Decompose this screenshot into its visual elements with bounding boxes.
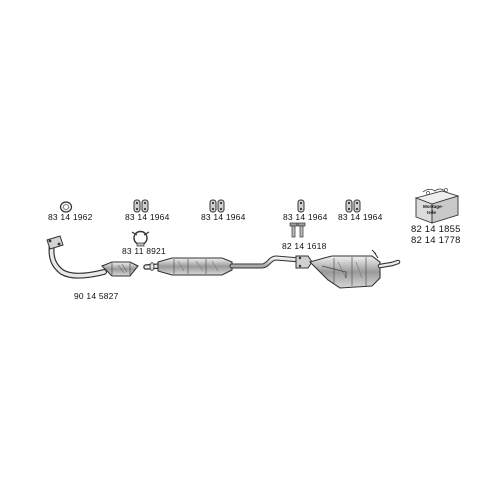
catalytic-converter[interactable] [101,261,139,277]
mounting-kit-box[interactable] [414,188,460,224]
tail-pipe[interactable] [371,249,401,269]
kit-box-label-line-2: teile [427,210,437,215]
part-number-hanger-3: 83 14 1964 [283,212,328,222]
pipe-clamp[interactable] [131,230,150,247]
rubber-hanger-pair-2[interactable] [209,199,225,213]
intermediate-pipe[interactable] [229,255,303,269]
part-number-kit-1: 82 14 1855 [411,224,461,235]
gasket-ring[interactable] [59,201,73,213]
part-number-hanger-4: 83 14 1964 [338,212,383,222]
part-number-front-pipe: 90 14 5827 [74,291,119,301]
part-number-hanger-1: 83 14 1964 [125,212,170,222]
part-number-clamp: 83 11 8921 [122,246,166,256]
bolts[interactable] [289,222,306,238]
rear-muffler[interactable] [308,255,381,289]
kit-box-label-line-1: Montage- [423,204,443,209]
middle-muffler[interactable] [157,257,233,276]
rubber-hanger-pair-1[interactable] [133,199,149,213]
part-number-gasket: 83 14 1962 [48,212,93,222]
part-number-hanger-2: 83 14 1964 [201,212,246,222]
rubber-hanger-pair-3[interactable] [345,199,361,213]
rear-flange[interactable] [295,255,313,269]
part-number-kit-2: 82 14 1778 [411,235,461,246]
front-pipe[interactable] [46,235,107,279]
rubber-hanger-single[interactable] [297,199,305,213]
part-number-bolts: 82 14 1618 [282,241,327,251]
